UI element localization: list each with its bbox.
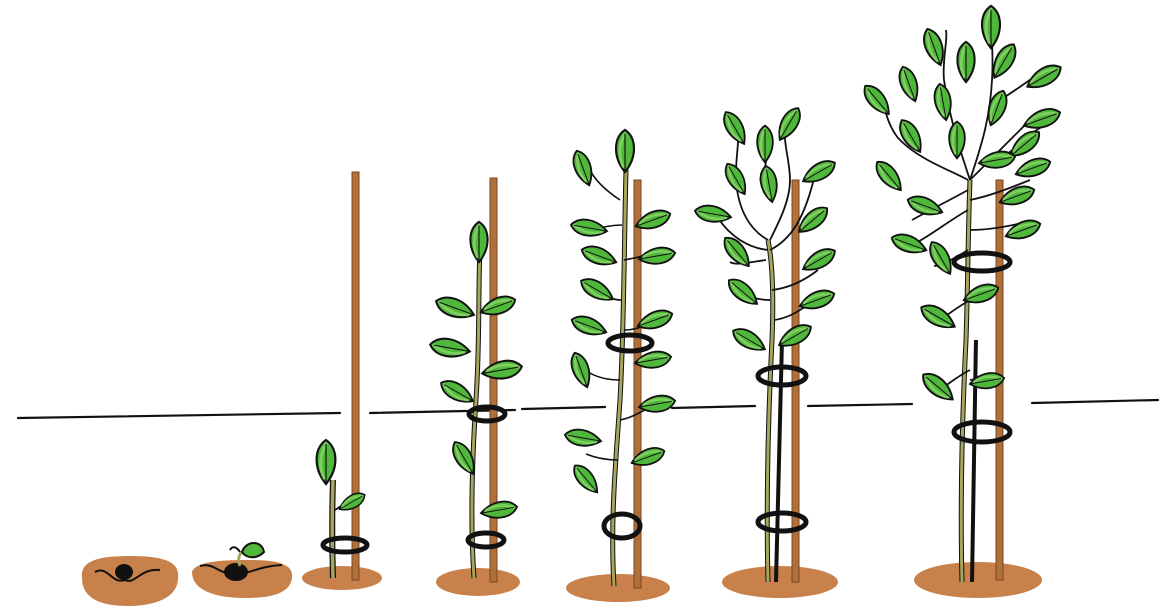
soil-mound — [302, 566, 382, 590]
horizon-line — [18, 400, 1158, 418]
soil-mound — [436, 568, 520, 596]
soil-mound — [722, 566, 838, 598]
seed-icon — [115, 564, 133, 580]
stage-5-vine — [564, 130, 677, 602]
stage-6-branching-plant — [694, 104, 839, 598]
leaf-icon — [242, 543, 264, 557]
stake — [352, 172, 359, 580]
stage-1-seed — [82, 556, 178, 606]
tie-ring — [608, 335, 652, 351]
stage-2-sprout — [192, 543, 292, 598]
stake — [490, 178, 497, 582]
stage-3-seedling — [302, 172, 382, 590]
soil-mound — [566, 574, 670, 602]
stage-4-young-plant — [429, 178, 524, 596]
stage-7-young-tree — [859, 6, 1065, 598]
seed-icon — [224, 563, 248, 581]
soil-mound — [914, 562, 1042, 598]
